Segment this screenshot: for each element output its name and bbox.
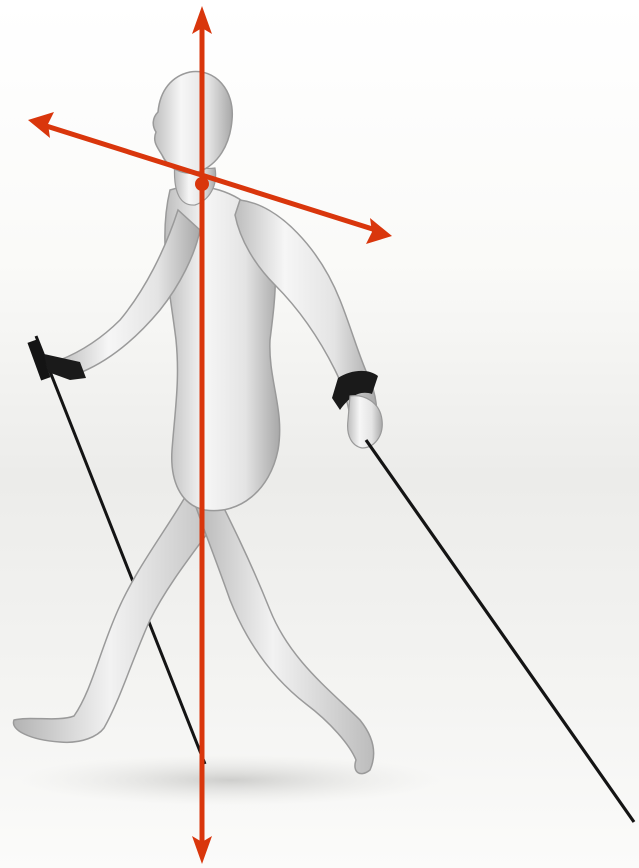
front-leg	[190, 470, 374, 774]
pivot-dot-icon	[195, 177, 209, 191]
ground-shadow	[20, 754, 440, 806]
back-leg	[13, 470, 228, 742]
head	[153, 72, 232, 174]
arrowhead-right-icon	[366, 218, 392, 244]
right-hand	[348, 396, 383, 448]
right-walking-pole	[366, 440, 634, 822]
